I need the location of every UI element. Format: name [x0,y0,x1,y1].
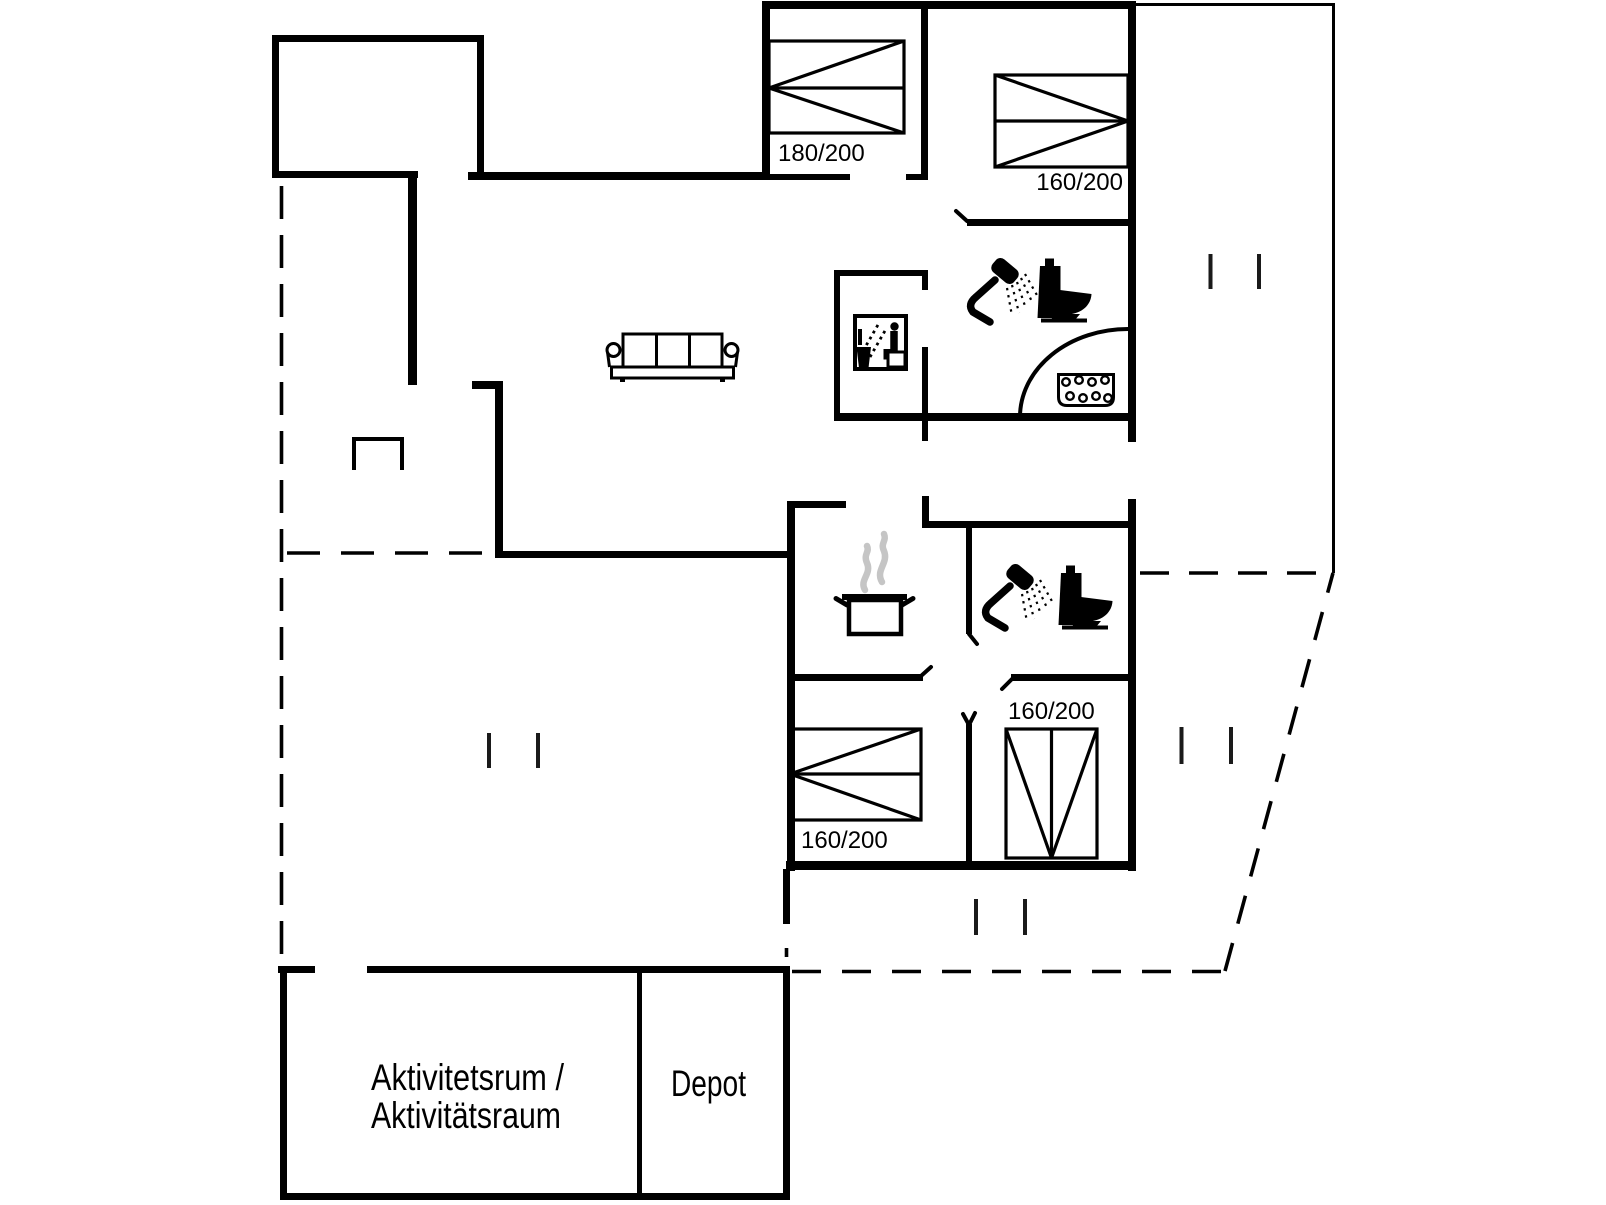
svg-text:180/200: 180/200 [778,140,865,167]
svg-text:Aktivitätsraum: Aktivitätsraum [371,1095,561,1136]
svg-text:Depot: Depot [671,1063,747,1104]
svg-text:160/200: 160/200 [801,827,888,854]
svg-text:Aktivitetsrum /: Aktivitetsrum / [371,1057,565,1098]
svg-text:160/200: 160/200 [1008,698,1095,725]
svg-text:160/200: 160/200 [1036,169,1123,196]
